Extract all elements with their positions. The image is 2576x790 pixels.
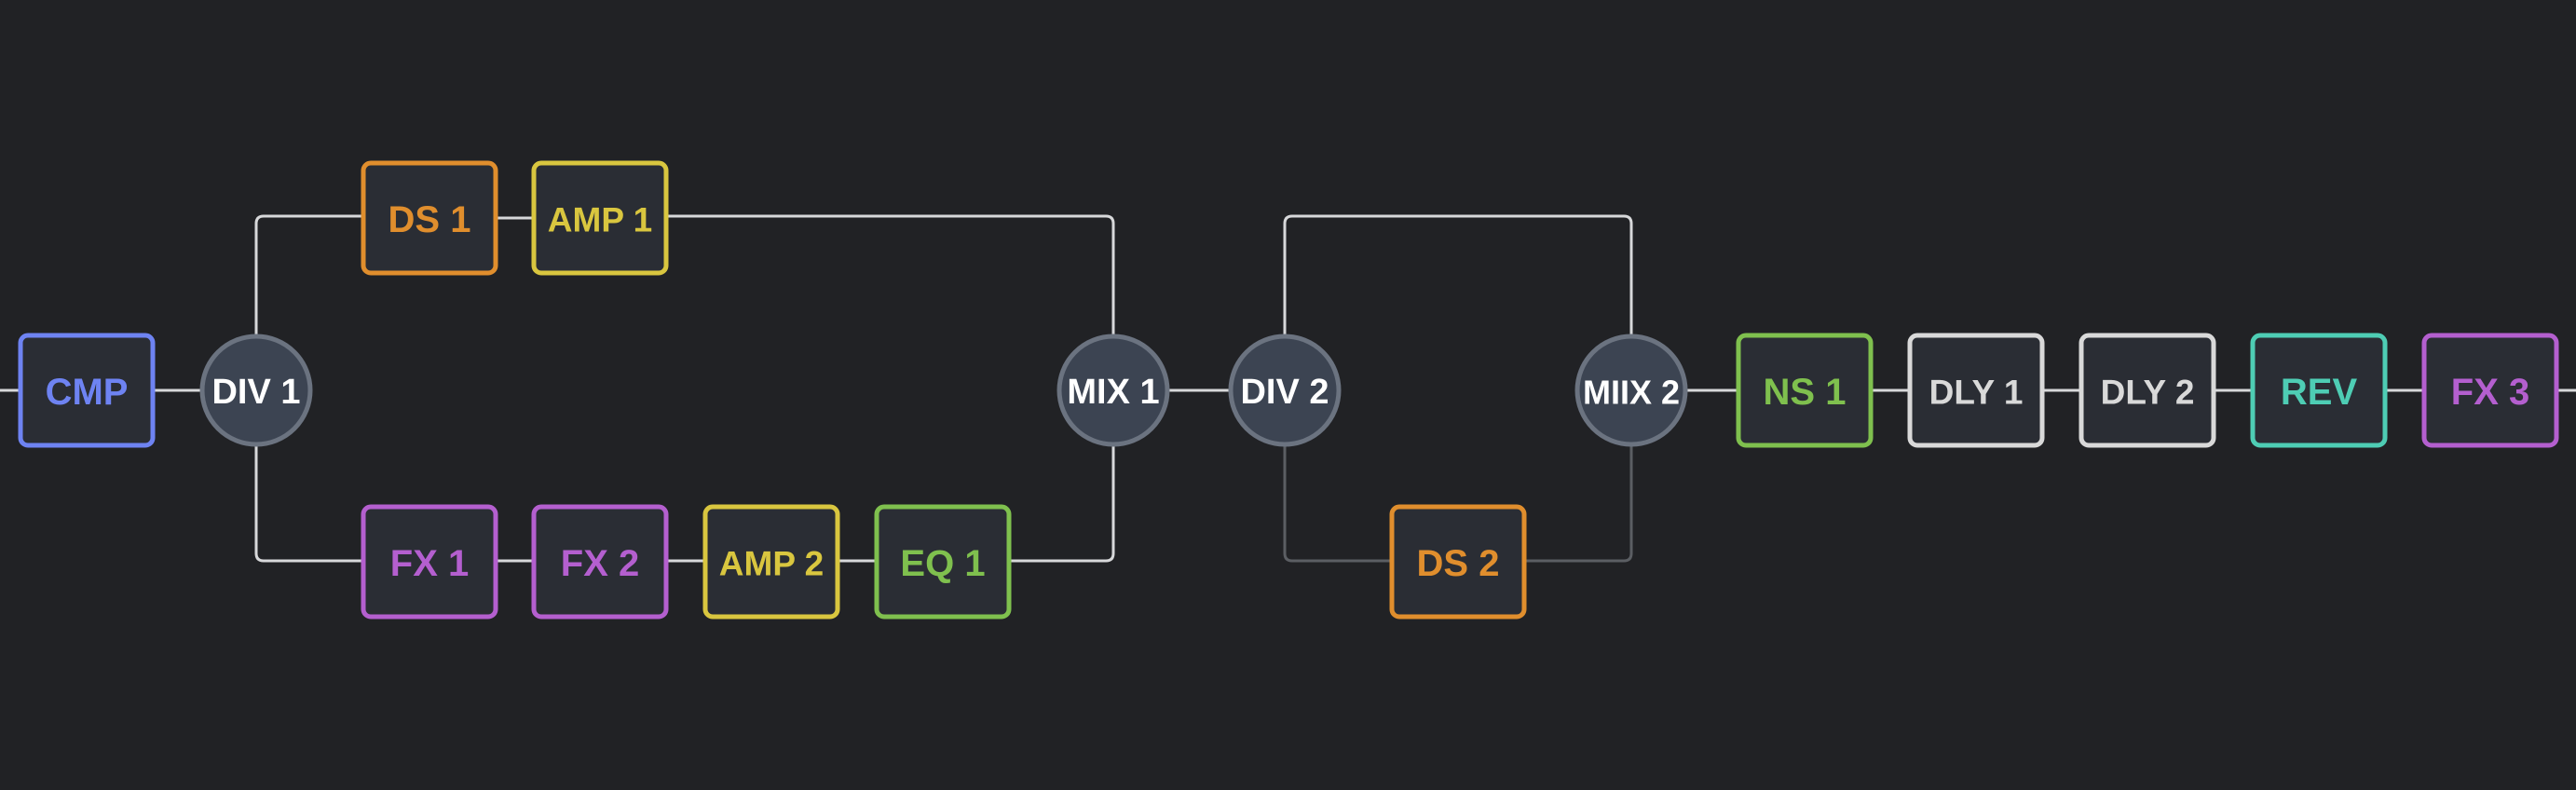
block-frame (1389, 504, 1527, 620)
node-label: MIX 1 (1067, 373, 1159, 412)
block-cmp[interactable]: CMP (18, 333, 156, 448)
node-circle (1056, 334, 1170, 447)
block-frame (361, 504, 498, 620)
block-frame (18, 333, 156, 448)
block-label: FX 3 (2451, 372, 2529, 413)
block-frame (2079, 333, 2216, 448)
node-circle (199, 334, 313, 447)
block-label: DLY 2 (2101, 374, 2195, 412)
block-label: AMP 1 (548, 201, 652, 239)
wire-ds2-mix2 (1524, 446, 1633, 563)
block-label: FX 1 (390, 543, 469, 584)
signal-wires (0, 214, 2576, 563)
wire-amp1-mix1 (666, 214, 1115, 334)
block-label: DS 2 (1417, 543, 1500, 584)
block-label: NS 1 (1764, 372, 1847, 413)
wire-div2-upper (1283, 214, 1633, 334)
block-frame (361, 160, 498, 276)
node-label: DIV 2 (1240, 373, 1329, 412)
block-rev[interactable]: REV (2250, 333, 2388, 448)
effect-blocks: CMP DS 1 AMP 1 FX 1 FX 2 AMP 2 EQ 1 DS (18, 160, 2559, 620)
block-frame (2250, 333, 2388, 448)
block-label: REV (2281, 372, 2358, 413)
block-frame (531, 160, 669, 276)
node-circle (1574, 334, 1688, 447)
block-label: CMP (46, 372, 129, 413)
block-ds1[interactable]: DS 1 (361, 160, 498, 276)
block-eq1[interactable]: EQ 1 (874, 504, 1012, 620)
node-div1[interactable]: DIV 1 (199, 334, 313, 447)
node-div2[interactable]: DIV 2 (1228, 334, 1342, 447)
block-label: FX 2 (561, 543, 639, 584)
block-label: DS 1 (388, 199, 471, 240)
block-amp1[interactable]: AMP 1 (531, 160, 669, 276)
block-frame (1907, 333, 2045, 448)
wire-eq1-mix1 (1009, 446, 1115, 563)
block-fx2[interactable]: FX 2 (531, 504, 669, 620)
node-label: MIIX 2 (1583, 374, 1680, 412)
block-dly2[interactable]: DLY 2 (2079, 333, 2216, 448)
block-label: AMP 2 (719, 545, 824, 583)
block-fx1[interactable]: FX 1 (361, 504, 498, 620)
wire-div1-ds1 (254, 214, 363, 334)
block-fx3[interactable]: FX 3 (2421, 333, 2559, 448)
routing-nodes: DIV 1 MIX 1 DIV 2 MIIX 2 (199, 334, 1688, 447)
block-frame (1736, 333, 1874, 448)
node-label: DIV 1 (211, 373, 300, 412)
node-mix1[interactable]: MIX 1 (1056, 334, 1170, 447)
block-frame (702, 504, 840, 620)
block-label: EQ 1 (900, 543, 985, 584)
block-ns1[interactable]: NS 1 (1736, 333, 1874, 448)
block-frame (874, 504, 1012, 620)
block-frame (531, 504, 669, 620)
block-amp2[interactable]: AMP 2 (702, 504, 840, 620)
block-frame (2421, 333, 2559, 448)
block-dly1[interactable]: DLY 1 (1907, 333, 2045, 448)
node-mix2[interactable]: MIIX 2 (1574, 334, 1688, 447)
wire-div2-ds2 (1283, 446, 1392, 563)
wire-div1-fx1 (254, 446, 363, 563)
block-label: DLY 1 (1929, 374, 2024, 412)
block-ds2[interactable]: DS 2 (1389, 504, 1527, 620)
node-circle (1228, 334, 1342, 447)
